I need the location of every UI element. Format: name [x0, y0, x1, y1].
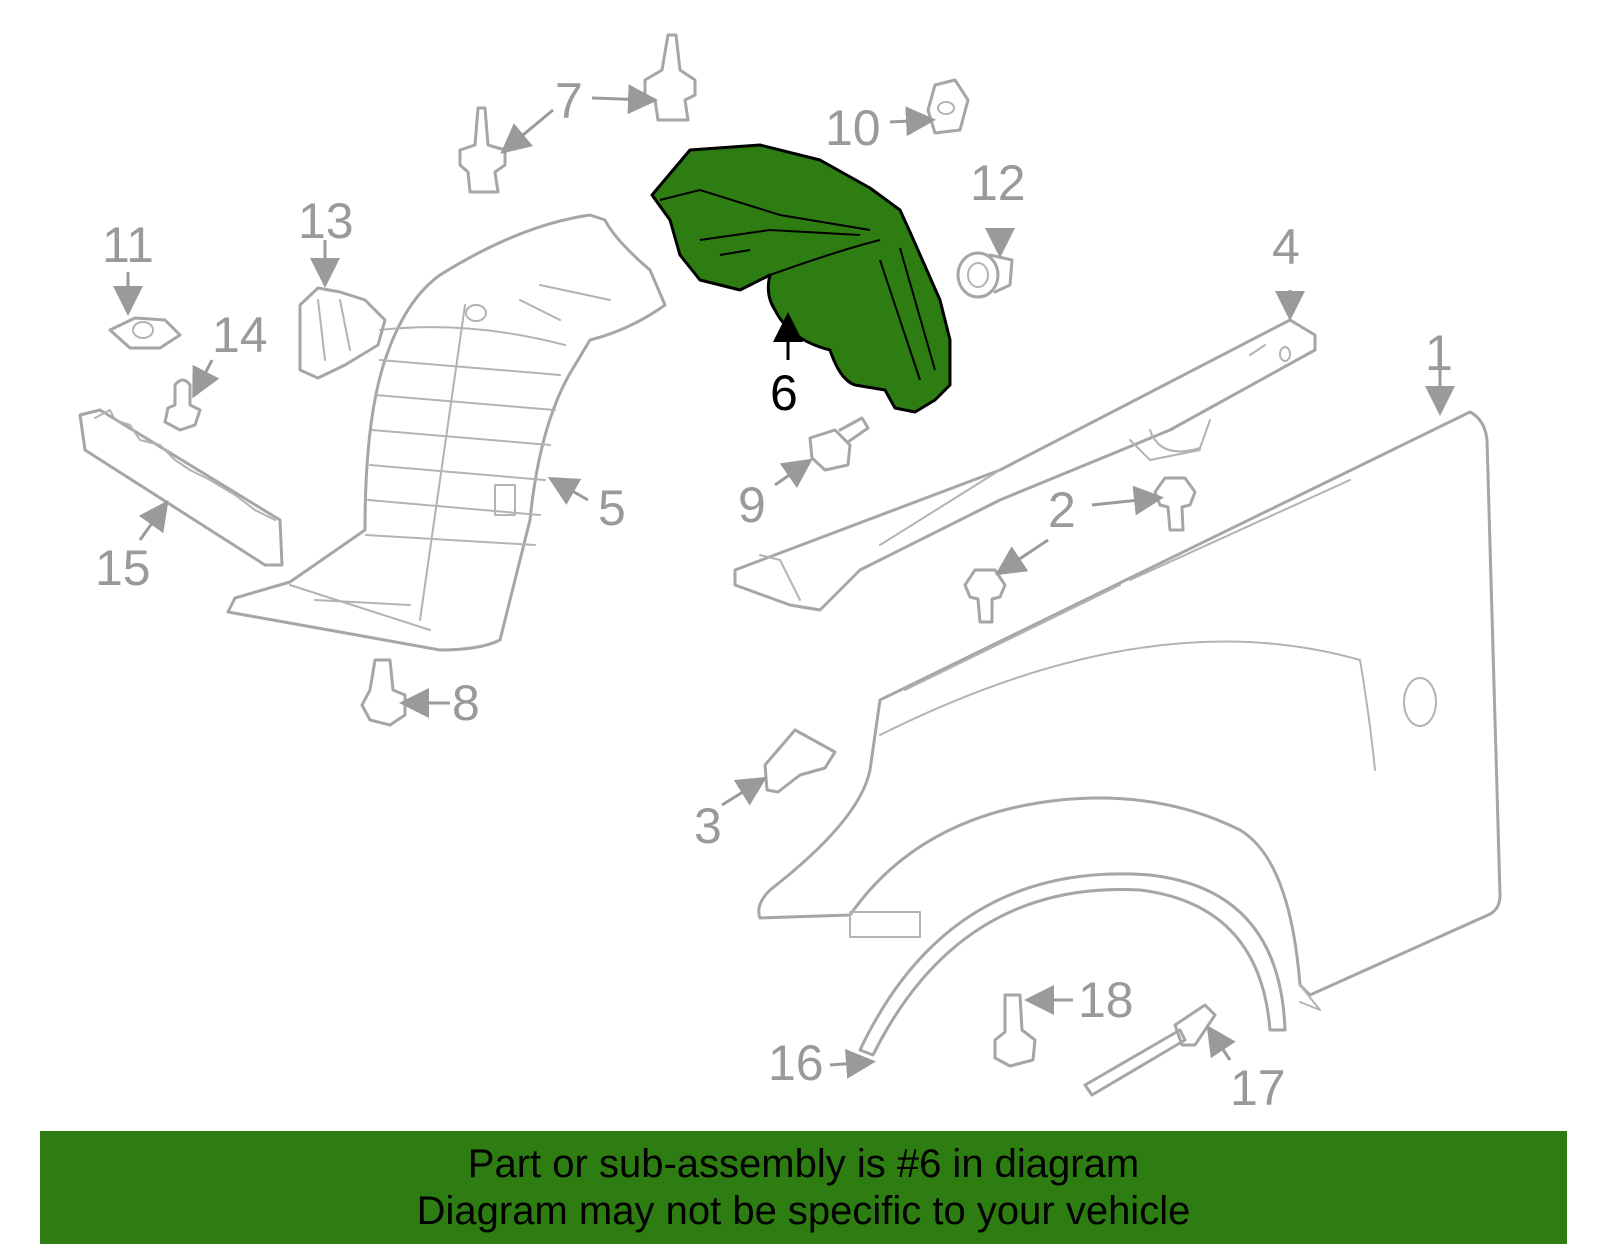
banner-line-disclaimer: Diagram may not be specific to your vehi… [416, 1188, 1191, 1233]
callout-17: 17 [1230, 1060, 1286, 1116]
callout-18: 18 [1078, 972, 1134, 1028]
bracket-part-13 [298, 286, 387, 380]
rivet-part-17 [1083, 1003, 1217, 1097]
leader-lines [113, 84, 1455, 1079]
splash-shield-part-6 [650, 143, 952, 414]
pad-part-3 [763, 728, 837, 794]
fender-part-1 [757, 410, 1502, 1011]
bolt-part-8 [360, 658, 407, 727]
callout-5: 5 [598, 480, 626, 536]
callout-9: 9 [738, 477, 766, 533]
strip-part-15 [78, 408, 284, 567]
callout-10: 10 [825, 100, 881, 156]
bolt-part-9 [808, 416, 870, 472]
banner-line-part-number: Part or sub-assembly is #6 in diagram [467, 1141, 1140, 1186]
callout-11: 11 [102, 217, 154, 273]
nut-clip-part-10 [926, 78, 970, 135]
callout-16: 16 [768, 1035, 824, 1091]
callout-7: 7 [555, 73, 583, 129]
grommet-part-12 [956, 251, 1014, 299]
callout-6: 6 [770, 365, 798, 421]
callout-8: 8 [452, 675, 480, 731]
callout-15: 15 [95, 540, 151, 596]
parts-diagram: 1 2 3 4 5 6 7 8 9 10 11 12 13 14 15 16 1… [78, 33, 1502, 1116]
bolt-part-18 [993, 993, 1037, 1068]
clip-part-11 [108, 316, 182, 350]
callout-14: 14 [212, 307, 268, 363]
callout-12: 12 [970, 155, 1026, 211]
arch-molding-part-16 [858, 872, 1287, 1057]
info-banner: Part or sub-assembly is #6 in diagram Di… [40, 1131, 1567, 1244]
callout-13: 13 [298, 193, 354, 249]
callout-4: 4 [1272, 219, 1300, 275]
callout-1: 1 [1425, 325, 1453, 381]
push-clip-part-14 [163, 378, 202, 432]
callout-3: 3 [694, 798, 722, 854]
fastener-part-7 [458, 33, 697, 194]
callout-labels: 1 2 3 4 5 6 7 8 9 10 11 12 13 14 15 16 1… [95, 73, 1453, 1116]
liner-part-5 [226, 213, 667, 652]
rail-part-4 [733, 318, 1317, 612]
callout-2: 2 [1048, 482, 1076, 538]
